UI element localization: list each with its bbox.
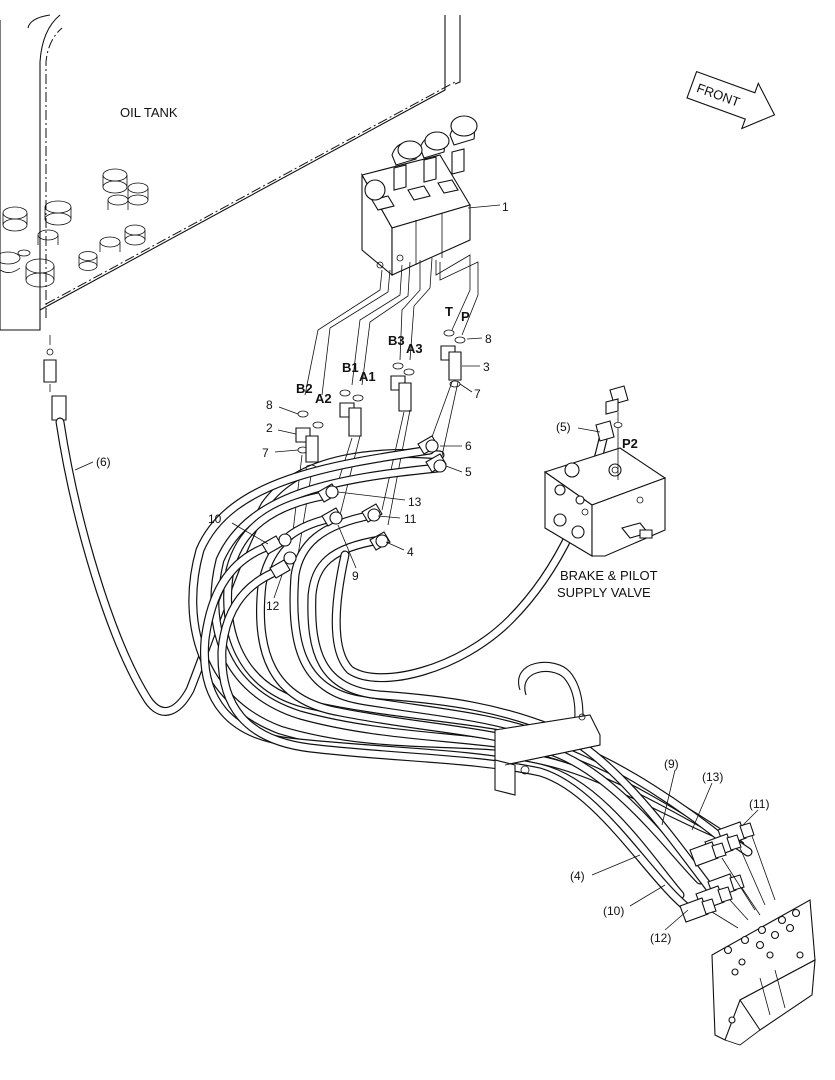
port-t: T [445,304,453,319]
callout-p4: (4) [570,869,585,883]
callout-5: 5 [465,465,472,479]
end-fittings [679,821,776,929]
callout-4: 4 [407,545,414,559]
valve-label-line1: BRAKE & PILOT [560,568,658,583]
callout-p6: (6) [96,455,111,469]
callout-p5: (5) [556,420,571,434]
port-p2: P2 [622,436,638,451]
port-p: P [461,309,470,324]
hose-clamp-bracket [494,661,601,796]
brake-pilot-supply-valve: BRAKE & PILOT SUPPLY VALVE [543,447,667,600]
port-b2: B2 [296,381,313,396]
oil-tank: OIL TANK [0,14,461,331]
port-b1: B1 [342,360,359,375]
pilot-control-valve-1: 1 [361,115,509,277]
tank-fittings [0,168,149,288]
front-arrow: FRONT [686,70,776,130]
callout-p13: (13) [702,770,723,784]
callout-11: 11 [404,512,417,526]
callout-1: 1 [502,200,509,214]
callout-13: 13 [408,495,422,509]
callout-p11: (11) [749,797,769,811]
valve-label-line2: SUPPLY VALVE [557,585,651,600]
port-fittings: 8 3 7 8 2 7 [262,329,492,472]
port-b3: B3 [388,333,405,348]
callout-9: 9 [352,569,359,583]
front-label: FRONT [695,80,742,109]
port-labels: B2 A2 B1 A1 B3 A3 T P P2 [296,304,638,451]
mounting-plate [711,899,816,1046]
port-leader-lines [304,254,479,396]
oil-tank-label: OIL TANK [120,105,178,120]
callout-12: 12 [266,599,280,613]
port-a2: A2 [315,391,332,406]
callout-2: 2 [266,421,273,435]
port-a1: A1 [359,369,376,384]
callout-p9: (9) [664,757,679,771]
callout-p10: (10) [603,904,624,918]
elbow-callouts: 6 5 13 11 10 9 4 12 [208,439,472,613]
elbow-fittings [261,435,447,579]
callout-8-top: 8 [485,332,492,346]
callout-3: 3 [483,360,490,374]
callout-7-left: 7 [262,446,269,460]
port-a3: A3 [406,341,423,356]
callout-10: 10 [208,512,222,526]
right-callouts: (9) (13) (11) (4) (10) (12) (6) [74,455,769,945]
supply-fitting-5: (5) [556,385,629,480]
hose-bundle [188,425,753,915]
callout-7-top: 7 [474,387,481,401]
callout-6: 6 [465,439,472,453]
callout-8-left: 8 [266,398,273,412]
callout-p12: (12) [650,931,671,945]
